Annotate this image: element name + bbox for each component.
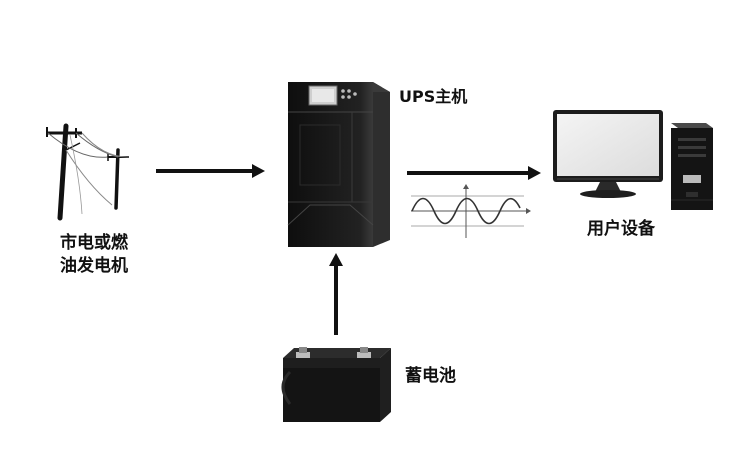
ups-cabinet-icon [287,82,390,247]
ups-host-label: UPS主机 [399,87,468,106]
power-source-label-line1: 市电或燃 [60,233,128,253]
user-equipment-label: 用户设备 [587,219,655,239]
sine-wave-icon [411,184,531,238]
battery-label: 蓄电池 [405,366,456,386]
arrow-battery-to-ups [329,253,343,335]
utility-pole-icon [46,123,130,221]
arrow-source-to-ups [156,164,265,178]
desktop-computer-icon [553,110,713,210]
battery-icon [281,347,391,422]
arrow-ups-to-user [407,166,541,180]
power-source-label: 市电或燃 油发电机 [48,232,140,278]
power-source-label-line2: 油发电机 [60,256,128,276]
